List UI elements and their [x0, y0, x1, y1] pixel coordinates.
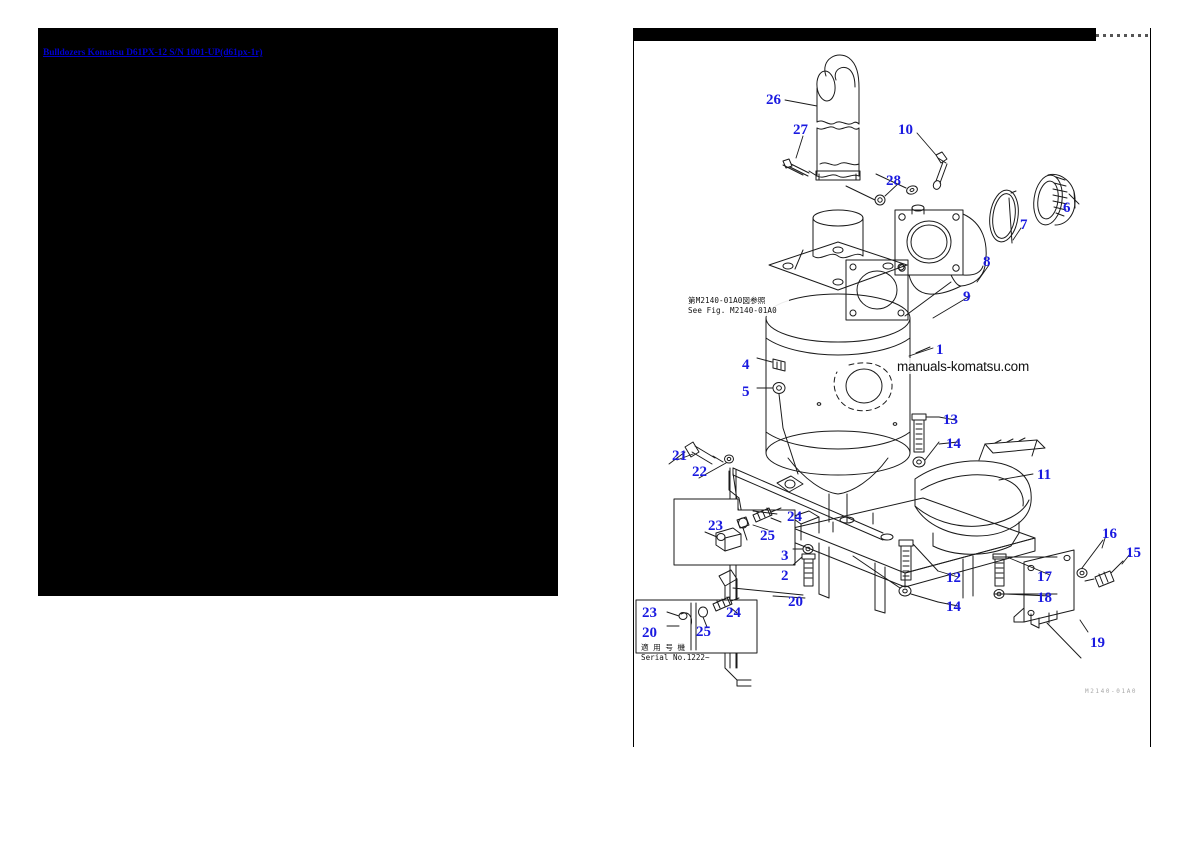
mount-plate-top [768, 241, 908, 291]
callout-1: 1 [936, 342, 944, 358]
see-figure-note: 第M2140-01A0図参照 See Fig. M2140-01A0 [688, 296, 777, 315]
part-21-bolt [668, 441, 724, 465]
part-26-exhaust-rain-cap [816, 54, 860, 125]
callout-19: 19 [1090, 635, 1105, 651]
callout-22: 22 [692, 464, 707, 480]
callout-13: 13 [943, 412, 958, 428]
callout-14: 14 [946, 436, 961, 452]
callout-24: 24 [726, 605, 741, 621]
page-border-right [1150, 28, 1151, 747]
left-content-panel: Bulldozers Komatsu D61PX-12 S/N 1001-UP(… [38, 28, 558, 596]
part-16-washer [1076, 539, 1104, 578]
callout-23: 23 [708, 518, 723, 534]
callout-20: 20 [788, 594, 803, 610]
part-10-bolt [932, 151, 948, 190]
part-5-nut [756, 382, 799, 475]
callout-3: 3 [781, 548, 789, 564]
callout-11: 11 [1037, 467, 1052, 483]
callout-21: 21 [672, 448, 687, 464]
drawing-number-footer: M2140-01A0 [1085, 688, 1138, 695]
leader-lines [676, 99, 1131, 633]
parts-diagram-page: 第M2140-01A0図参照 See Fig. M2140-01A0 適 用 号… [633, 28, 1151, 747]
callout-4: 4 [742, 357, 750, 373]
part-14-nut [912, 441, 940, 468]
callout-20: 20 [642, 625, 657, 641]
callout-17: 17 [1037, 569, 1052, 585]
part-22-washer [698, 454, 734, 479]
part-10-washer [875, 173, 918, 195]
part-11-heat-shield [914, 460, 1032, 555]
callout-2: 2 [781, 568, 789, 584]
part-11-mount-strip [978, 437, 1046, 461]
part-17-bolt [992, 553, 1058, 587]
part-14-nut-lower [852, 555, 939, 603]
page-border-left [633, 28, 634, 747]
callout-15: 15 [1126, 545, 1141, 561]
part-23-bracket [704, 527, 742, 552]
callout-25: 25 [760, 528, 775, 544]
inset-box-upper [673, 498, 796, 566]
callout-28: 28 [886, 173, 901, 189]
callout-12: 12 [946, 570, 961, 586]
callout-14: 14 [946, 599, 961, 615]
inset-box-lower [635, 596, 758, 654]
callout-6: 6 [1063, 200, 1071, 216]
page-header-dashes [1096, 34, 1148, 37]
part-27-clamp-bolt [782, 158, 818, 177]
callout-10: 10 [898, 122, 913, 138]
part-18-nut [993, 589, 1058, 599]
callout-24: 24 [787, 509, 802, 525]
part-9-flange-gasket [845, 259, 952, 321]
part-4-clip [756, 357, 786, 372]
callout-16: 16 [1102, 526, 1117, 542]
part-13-bolt [911, 413, 940, 453]
muffler-inlet-stack [812, 209, 864, 259]
callout-5: 5 [742, 384, 750, 400]
part-12-bolt [898, 539, 939, 581]
callout-27: 27 [793, 122, 808, 138]
part-15-bolt [1084, 560, 1124, 588]
callout-25: 25 [696, 624, 711, 640]
part-28-bolt [845, 185, 886, 206]
callout-23: 23 [642, 605, 657, 621]
site-watermark: manuals-komatsu.com [897, 359, 1029, 374]
part-24-bolt [752, 507, 782, 523]
part-2-bolt [792, 553, 816, 587]
part-7-gasket-ring [989, 189, 1019, 244]
part-8-exhaust-elbow [894, 204, 987, 295]
part-6-threaded-ring [1033, 173, 1076, 226]
callout-18: 18 [1037, 590, 1052, 606]
callout-8: 8 [983, 254, 991, 270]
clamp-band [815, 170, 861, 181]
serial-number-caption: 適 用 号 機 Serial No.1222~ [641, 643, 710, 662]
callout-26: 26 [766, 92, 781, 108]
page-header-bar [633, 28, 1096, 41]
callout-7: 7 [1020, 217, 1028, 233]
part-25-bolt [736, 516, 750, 541]
part-1-muffler-body [765, 293, 931, 523]
exhaust-system-technical-drawing [635, 54, 1131, 687]
part-26-lower-tube [816, 126, 860, 178]
document-title-link[interactable]: Bulldozers Komatsu D61PX-12 S/N 1001-UP(… [43, 48, 263, 58]
callout-9: 9 [963, 289, 971, 305]
part-19-plate [1013, 549, 1082, 659]
